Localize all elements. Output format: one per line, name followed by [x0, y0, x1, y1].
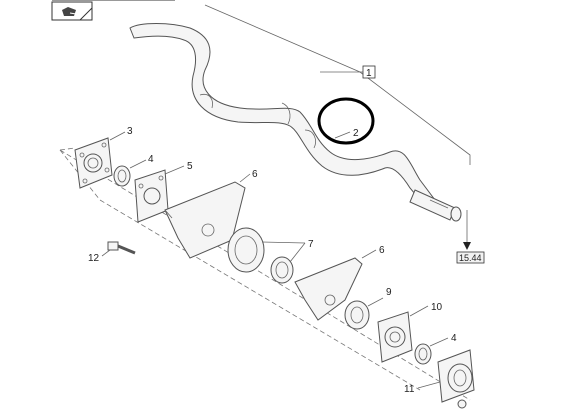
label-part-6-upper[interactable]: 6: [252, 169, 258, 180]
label-part-9[interactable]: 9: [386, 287, 392, 298]
highlight-circle: [317, 97, 375, 145]
assembly-leader-line: [204, 4, 471, 165]
label-part-4-upper[interactable]: 4: [148, 154, 154, 165]
flange-plate-left[interactable]: [74, 137, 113, 189]
support-bracket-upper[interactable]: [164, 181, 246, 259]
support-bracket-lower[interactable]: [294, 257, 363, 321]
mounting-plate[interactable]: [134, 169, 169, 223]
explode-axis-lower: [59, 149, 471, 401]
bolt[interactable]: [107, 241, 136, 255]
collar-upper[interactable]: [113, 165, 131, 187]
label-part-7[interactable]: 7: [308, 239, 314, 250]
explode-axis-bolt: [99, 199, 421, 391]
label-part-5[interactable]: 5: [187, 161, 193, 172]
bearing-insert[interactable]: [344, 300, 370, 330]
explode-axis-start: [59, 147, 76, 151]
assembly-callout-text: 1: [366, 68, 372, 79]
reference-callout-text: 15.44: [459, 253, 482, 263]
label-part-4-lower[interactable]: 4: [451, 333, 457, 344]
leader-lines: [101, 131, 449, 389]
manual-tool-icon[interactable]: [51, 1, 93, 21]
label-part-10[interactable]: 10: [431, 302, 443, 313]
label-part-6-lower[interactable]: 6: [379, 245, 385, 256]
reference-callout[interactable]: 15.44: [456, 251, 485, 264]
bearing-flange[interactable]: [227, 227, 294, 284]
axle-tube[interactable]: [129, 23, 462, 222]
label-part-3[interactable]: 3: [127, 126, 133, 137]
label-part-12[interactable]: 12: [88, 253, 100, 264]
reference-arrow: [463, 210, 471, 250]
bearing-unit[interactable]: [437, 349, 475, 409]
bearing-housing-plate[interactable]: [377, 311, 413, 363]
label-part-2[interactable]: 2: [353, 128, 359, 139]
collar-lower[interactable]: [414, 343, 432, 365]
assembly-callout[interactable]: 1: [362, 65, 376, 79]
label-part-11[interactable]: 11: [404, 384, 415, 395]
